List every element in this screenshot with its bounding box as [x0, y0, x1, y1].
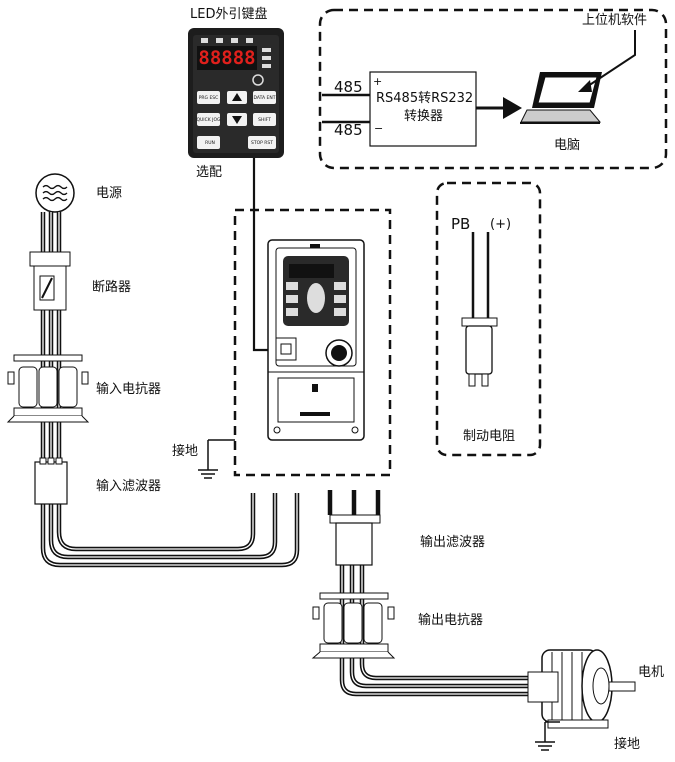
sign-plus: + [373, 75, 383, 88]
key-stop: STOP RST [251, 140, 273, 146]
comm-dashed-box [318, 8, 668, 170]
key-quick: QUICK JOG [196, 117, 221, 123]
software-pointer [584, 30, 636, 89]
key-shift: SHIFT [258, 117, 271, 123]
plus-terminal-label: (+) [490, 217, 512, 232]
motor-ground-symbol [535, 721, 560, 751]
key-prg: PRG ESC [199, 95, 219, 101]
inverter-ground-symbol [198, 439, 235, 479]
rs485-converter [369, 71, 477, 147]
brake-resistor [461, 317, 498, 387]
brake-dashed-box [435, 181, 542, 457]
motor-label: 电机 [638, 665, 665, 680]
circuit-breaker [29, 251, 71, 311]
key-data: DATA ENT [254, 95, 276, 101]
keypad-optional-note: 选配 [196, 165, 223, 180]
output-reactor-label: 输出电抗器 [418, 613, 484, 628]
inverter-dashed-box [233, 208, 392, 477]
output-filter-label: 输出滤波器 [420, 535, 486, 550]
led-keypad: 88888 PRG ESC DATA ENT QUICK JOG SHIFT R… [188, 28, 284, 158]
key-run: RUN [205, 140, 215, 146]
host-software-label: 上位机软件 [582, 13, 648, 28]
port-485-plus: 485 [334, 78, 363, 96]
keypad-display: 88888 [198, 47, 255, 69]
converter-label-2: 转换器 [404, 109, 444, 124]
ground-label-left: 接地 [172, 444, 199, 459]
input-wiring [40, 212, 300, 568]
pc-label: 电脑 [554, 138, 581, 153]
input-reactor-label: 输入电抗器 [96, 382, 162, 397]
output-filter [329, 514, 381, 566]
sign-minus: − [374, 122, 384, 135]
pb-terminal-label: PB [451, 215, 471, 233]
input-reactor [6, 354, 90, 423]
ground-label-right: 接地 [614, 737, 641, 752]
output-reactor [311, 592, 396, 659]
power-source-icon [35, 173, 75, 213]
breaker-label: 断路器 [92, 280, 132, 295]
input-filter [34, 457, 68, 505]
brake-resistor-label: 制动电阻 [463, 429, 516, 444]
inverter [267, 239, 365, 441]
keypad-title: LED外引键盘 [190, 7, 268, 22]
converter-label: RS485转RS232 [376, 91, 474, 106]
input-filter-label: 输入滤波器 [96, 479, 162, 494]
pc-icon [520, 72, 602, 124]
power-label: 电源 [96, 186, 123, 201]
port-485-minus: 485 [334, 121, 363, 139]
motor-icon [527, 649, 636, 729]
